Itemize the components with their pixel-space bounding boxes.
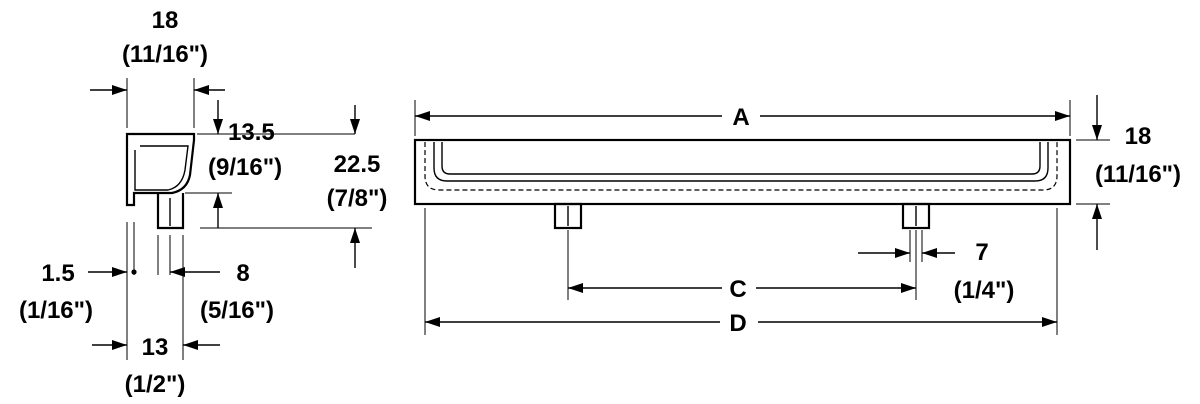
front-height-mm: 18 [1125, 123, 1152, 150]
side-lip-height-inch: (9/16") [208, 154, 282, 181]
front-height-inch: (11/16") [1095, 161, 1181, 188]
front-length-label: A [732, 104, 749, 131]
side-profile-outline [125, 132, 196, 207]
front-hidden-contour [424, 142, 1058, 191]
front-post-mm: 7 [975, 239, 988, 266]
side-depth-mm: 13 [142, 334, 169, 361]
front-center-label: C [729, 276, 746, 303]
side-lip-height-mm: 13.5 [228, 119, 275, 146]
side-total-height-inch: (7/8") [327, 185, 388, 212]
front-post-right [901, 202, 931, 230]
front-post-left [553, 202, 583, 230]
front-overall-label: D [729, 310, 746, 337]
side-offset-mm: 1.5 [41, 260, 74, 287]
side-offset-inch: (1/16") [19, 297, 93, 324]
front-handle-outline [413, 138, 1072, 206]
side-post-outline [156, 193, 185, 230]
side-width-inch: (11/16") [122, 41, 208, 68]
side-depth-inch: (1/2") [125, 371, 186, 398]
front-post-inch: (1/4") [954, 277, 1015, 304]
front-view: A 18 (11/16") 7 (1/4") C D [413, 95, 1181, 337]
side-post-inch: (5/16") [200, 297, 274, 324]
side-width-mm: 18 [152, 7, 179, 34]
side-view: 18 (11/16") 13.5 (9/16") 22.5 (7/8") 1.5… [19, 7, 387, 398]
side-profile-inner [134, 145, 189, 191]
side-total-height-mm: 22.5 [334, 151, 381, 178]
side-post-mm: 8 [236, 260, 249, 287]
front-grip-inner [433, 142, 1049, 182]
